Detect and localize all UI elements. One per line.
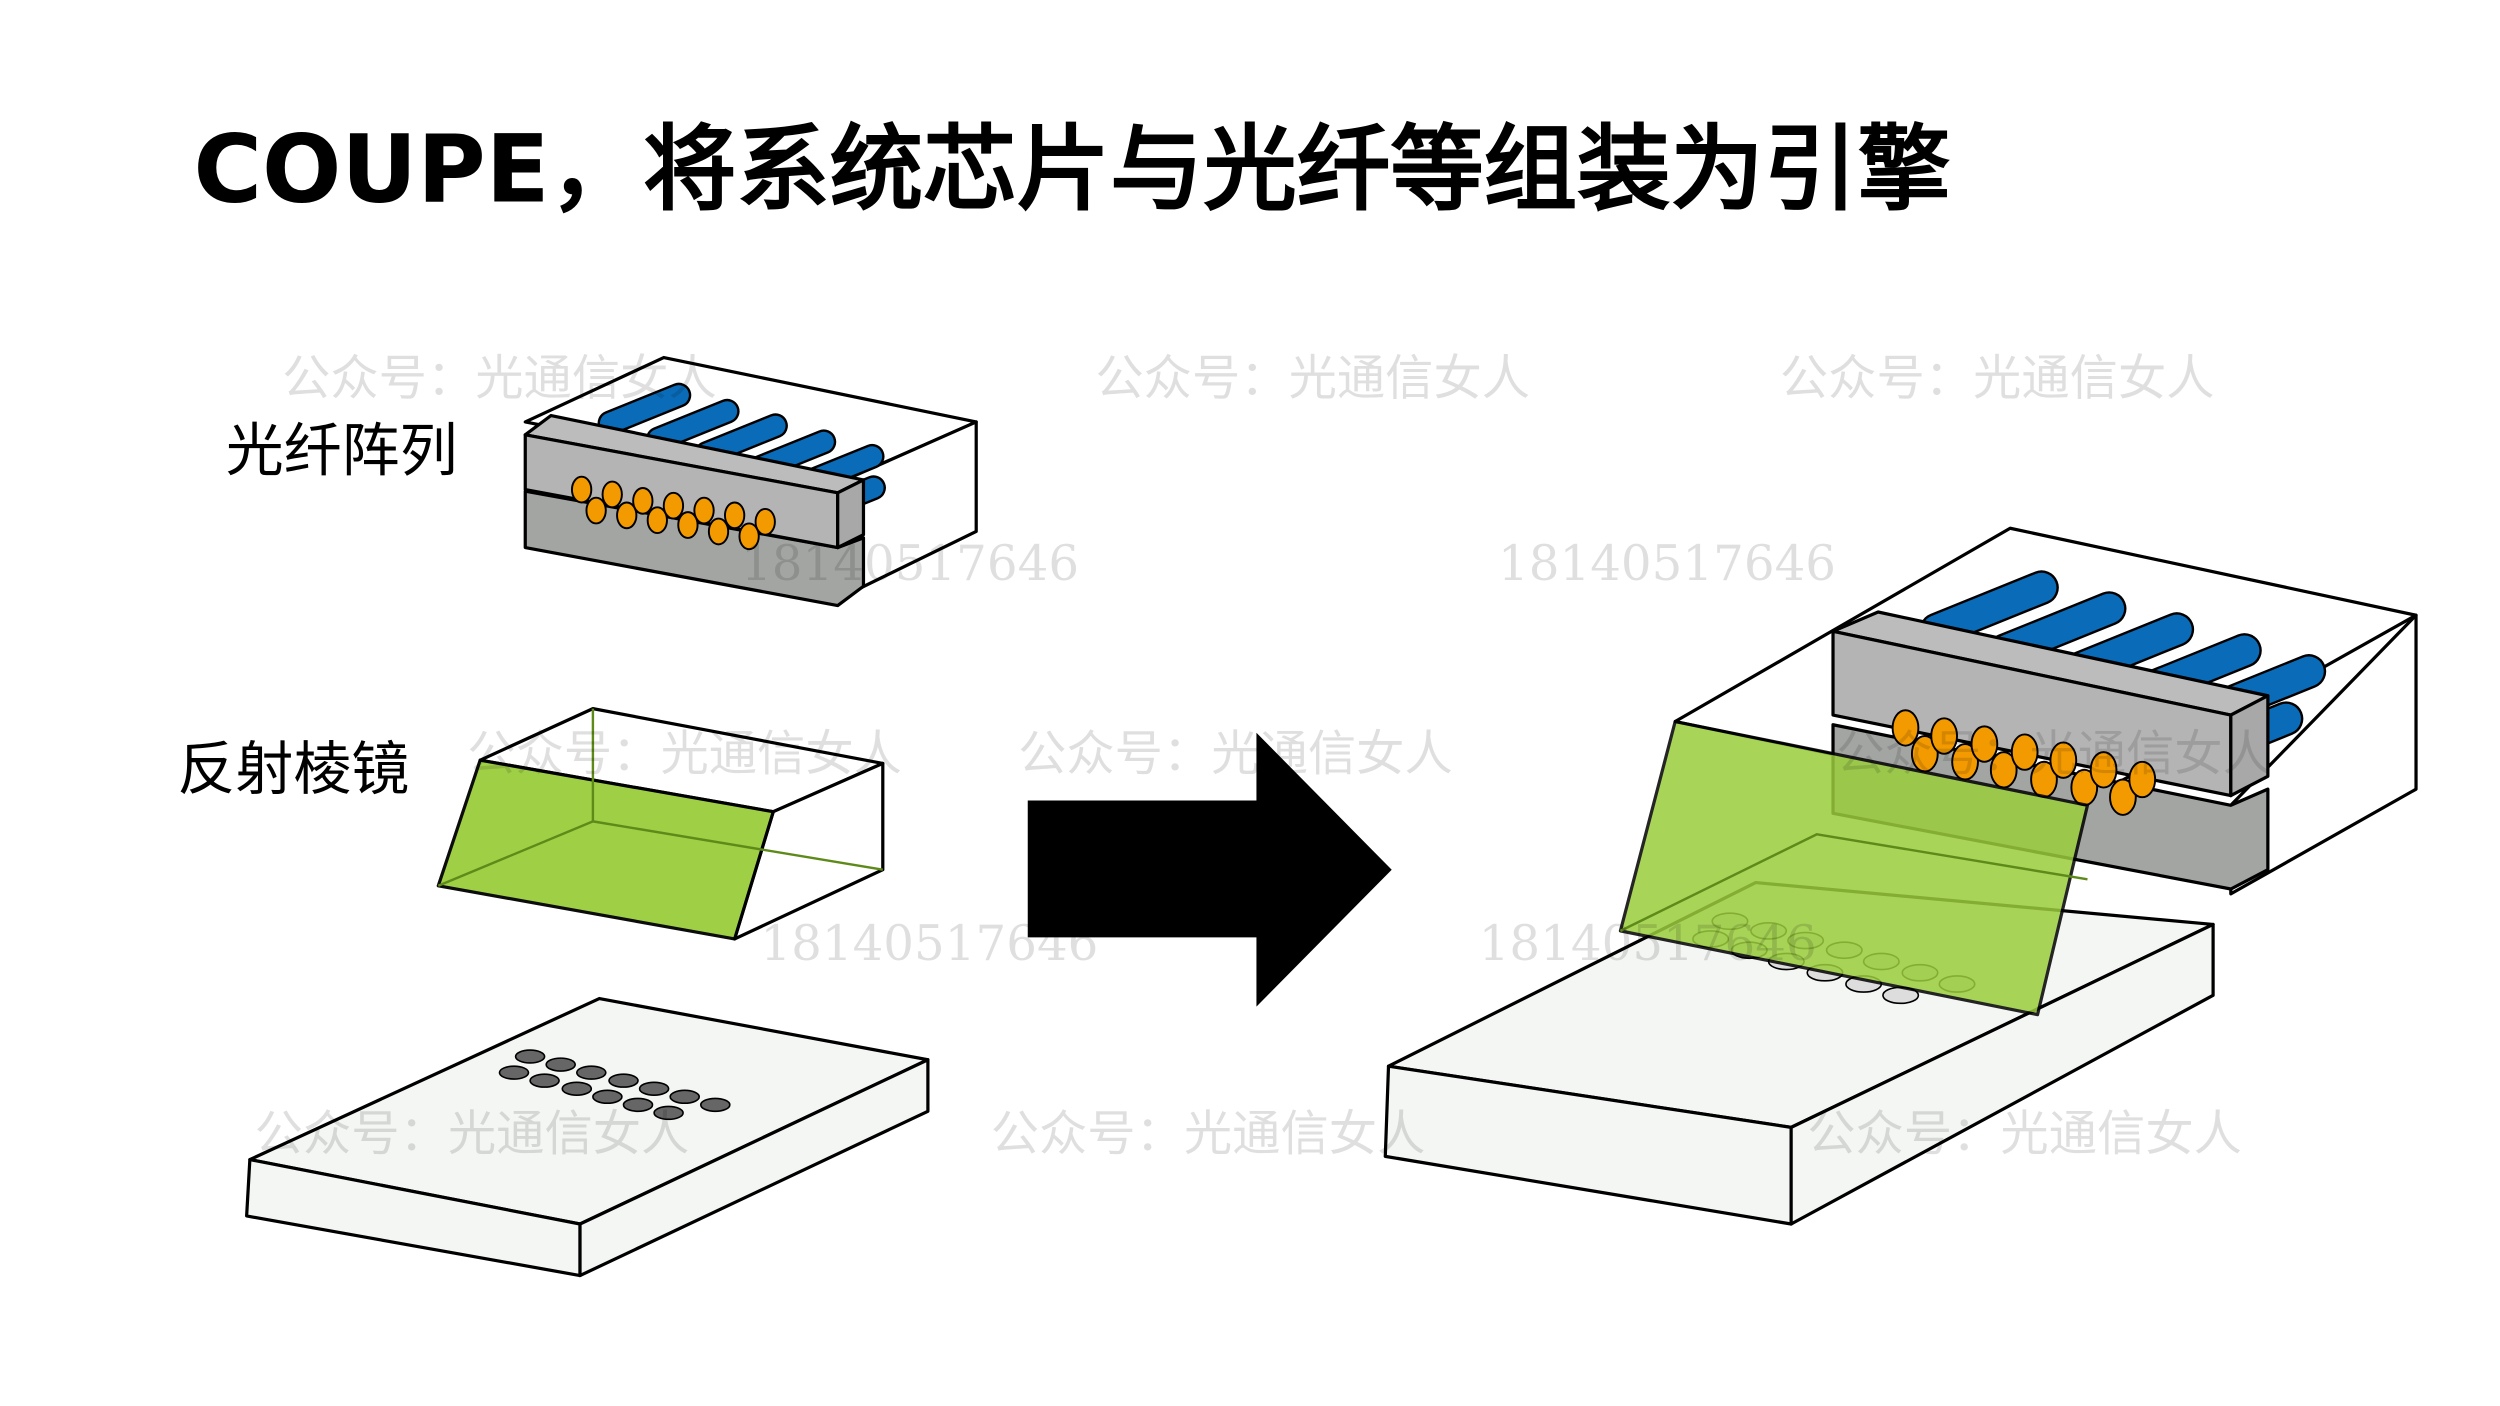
right-arrow-icon (1027, 732, 1392, 1007)
fiber-array-label: 光纤阵列 (226, 416, 458, 484)
watermark-account: 公众号：光通信女人 (467, 726, 902, 782)
watermark-account: 公众号：光通信女人 (1018, 726, 1453, 782)
slide-title: COUPE，将系统芯片与光纤等组装为引擎 (193, 115, 1950, 224)
watermarks: 公众号：光通信女人 公众号：光通信女人 公众号：光通信女人 1814051764… (255, 351, 2271, 1162)
watermark-phone: 18140517646 (741, 536, 1079, 592)
lens-array (498, 1049, 731, 1121)
watermark-phone: 18140517646 (1498, 536, 1836, 592)
substrate-illustration (245, 996, 930, 1278)
prism-label: 反射棱镜 (177, 735, 409, 803)
watermark-account: 公众号：光通信女人 (1807, 1106, 2242, 1162)
fiber-cores (570, 475, 776, 551)
watermark-account: 公众号：光通信女人 (1836, 726, 2271, 782)
watermark-phone: 18140517646 (760, 916, 1098, 972)
prism-illustration (436, 707, 885, 941)
fiber-cores-assembled (1891, 709, 2157, 816)
watermark-account: 公众号：光通信女人 (282, 351, 717, 407)
watermark-phone: 18140517646 (1479, 916, 1817, 972)
watermark-account: 公众号：光通信女人 (991, 1106, 1426, 1162)
watermark-account: 公众号：光通信女人 (255, 1106, 690, 1162)
assembled-engine-illustration (1383, 526, 2418, 1226)
fiber-array-illustration (523, 355, 978, 608)
watermark-account: 公众号：光通信女人 (1780, 351, 2215, 407)
watermark-account: 公众号：光通信女人 (1095, 351, 1530, 407)
